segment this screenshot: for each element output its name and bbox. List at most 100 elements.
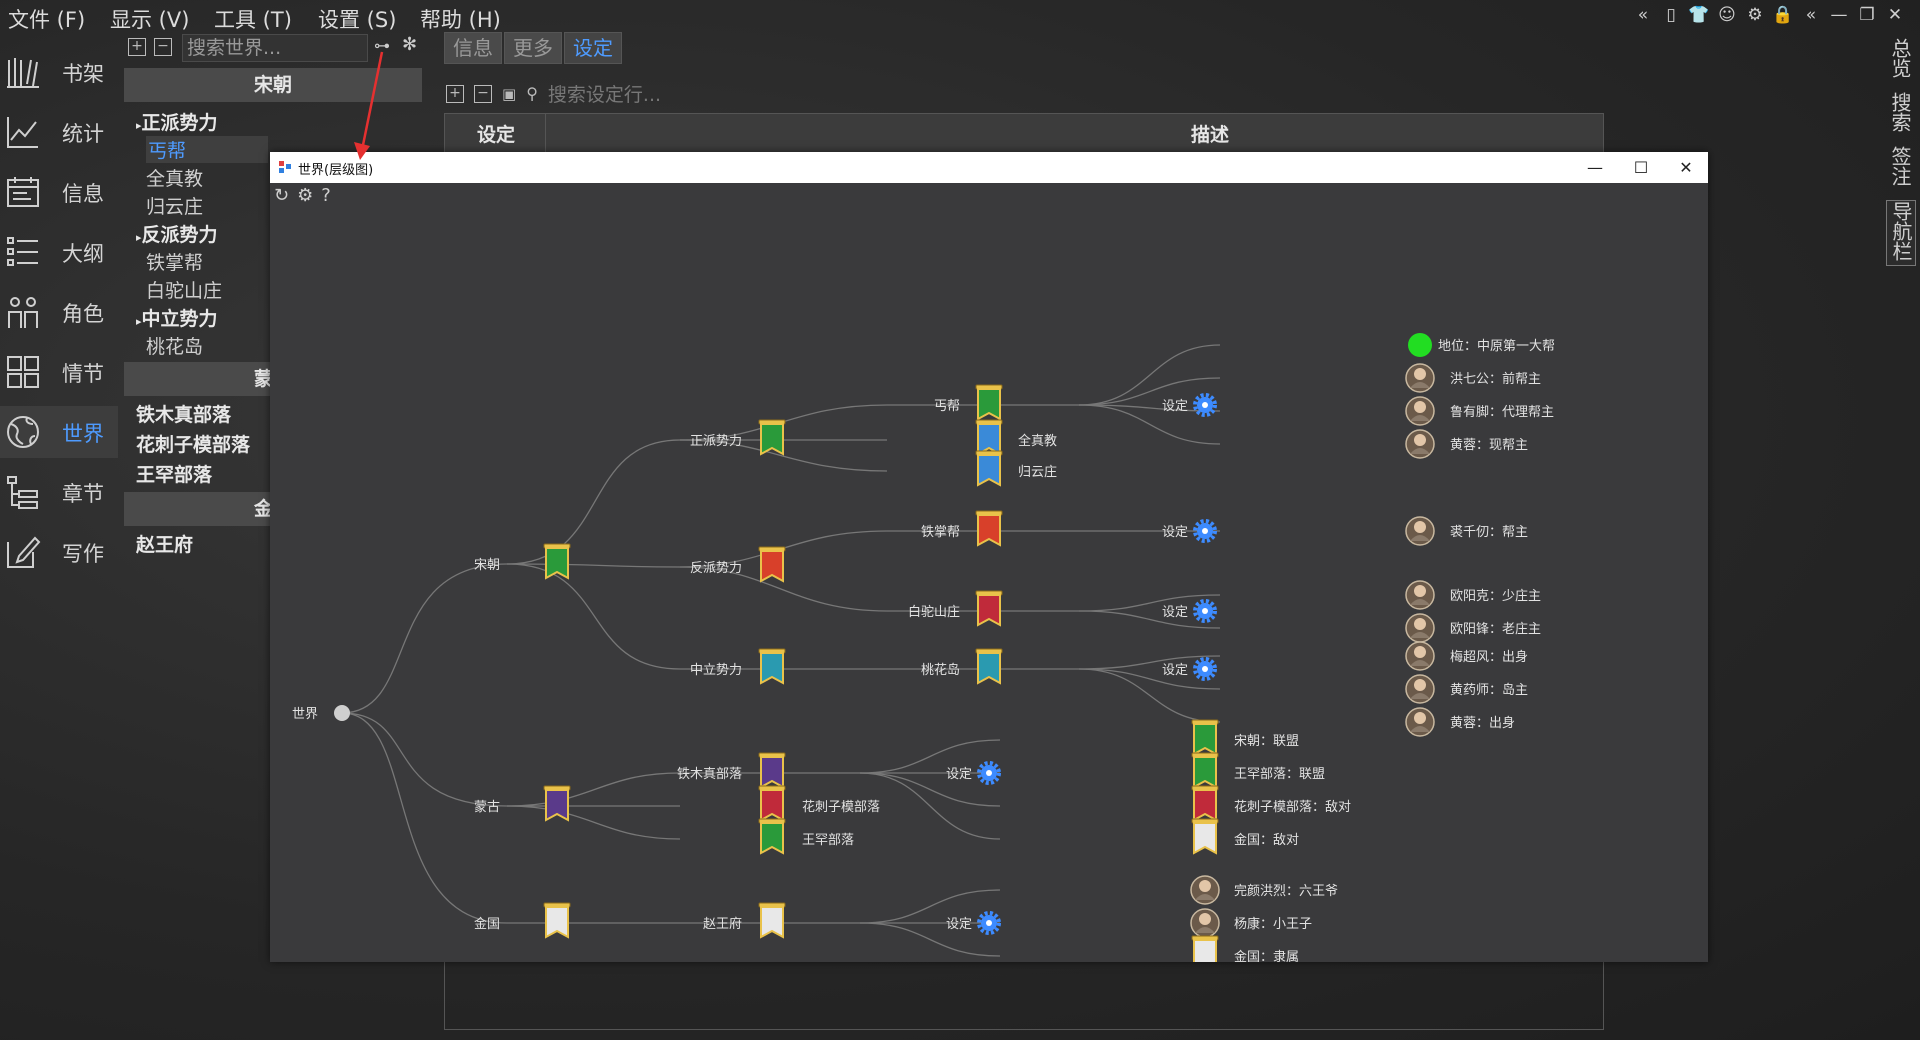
banner-icon[interactable]	[975, 590, 1003, 626]
tree-item[interactable]: 白驼山庄	[146, 280, 223, 302]
nav-write[interactable]: 写作	[0, 526, 118, 578]
sidebar-icon[interactable]: ▯	[1666, 5, 1676, 25]
nav-info[interactable]: 信息	[0, 166, 118, 218]
avatar[interactable]	[1405, 580, 1435, 610]
lock-icon[interactable]: 🔒	[1772, 5, 1794, 25]
banner-icon[interactable]	[543, 785, 571, 821]
avatar[interactable]	[1190, 875, 1220, 905]
refresh-icon[interactable]: ↻	[274, 185, 290, 206]
banner-icon[interactable]	[975, 450, 1003, 486]
tree-item[interactable]: 铁掌帮	[146, 252, 204, 274]
hierarchy-view-icon[interactable]: ⊶	[374, 36, 390, 55]
nav-outline[interactable]: 大纲	[0, 226, 118, 278]
rail-overview[interactable]: 总览	[1888, 38, 1912, 78]
group-header-song[interactable]: 宋朝	[124, 68, 422, 102]
network-view-icon[interactable]: ✻	[402, 34, 418, 55]
rail-search[interactable]: 搜索	[1888, 92, 1912, 132]
avatar[interactable]	[1405, 613, 1435, 643]
banner-icon[interactable]	[758, 902, 786, 938]
avatar[interactable]	[1405, 396, 1435, 426]
column-header-description[interactable]: 描述	[1191, 124, 1230, 146]
window-close-button[interactable]: ✕	[1679, 158, 1693, 177]
tree-item[interactable]: 全真教	[146, 168, 204, 190]
tree-item[interactable]: 桃花岛	[146, 336, 204, 358]
tree-item[interactable]: 归云庄	[146, 196, 204, 218]
banner-icon[interactable]	[1191, 935, 1219, 962]
gear-icon[interactable]	[977, 761, 1001, 785]
user-icon[interactable]: ☺	[1718, 5, 1736, 25]
menu-tools[interactable]: 工具 (T)	[214, 8, 292, 32]
menu-file[interactable]: 文件 (F)	[8, 8, 86, 32]
tab-more[interactable]: 更多	[504, 32, 562, 64]
menu-settings[interactable]: 设置 (S)	[318, 8, 397, 32]
add-row-button[interactable]: +	[446, 84, 464, 103]
avatar[interactable]	[1405, 674, 1435, 704]
collapse-all-button[interactable]: −	[154, 38, 172, 56]
rail-navbar[interactable]: 导航栏	[1886, 200, 1916, 266]
banner-icon[interactable]	[758, 785, 786, 821]
tree-item[interactable]: 铁木真部落	[136, 404, 232, 426]
banner-icon[interactable]	[975, 384, 1003, 420]
minimize-icon[interactable]: —	[1830, 5, 1848, 25]
world-search-input[interactable]: 搜索世界...	[182, 34, 368, 62]
nav-bookshelf[interactable]: 书架	[0, 46, 118, 98]
gear-icon[interactable]: ⚙	[297, 185, 314, 206]
shirt-icon[interactable]: 👕	[1688, 5, 1710, 25]
tab-info[interactable]: 信息	[444, 32, 502, 64]
avatar[interactable]	[1405, 707, 1435, 737]
banner-icon[interactable]	[758, 752, 786, 788]
tree-item[interactable]: 王罕部落	[136, 464, 213, 486]
gear-icon[interactable]: ⚙	[1747, 5, 1763, 25]
rail-notes[interactable]: 签注	[1888, 146, 1912, 186]
remove-row-button[interactable]: −	[474, 84, 492, 103]
banner-icon[interactable]	[1191, 818, 1219, 854]
banner-icon[interactable]	[758, 419, 786, 455]
banner-icon[interactable]	[758, 818, 786, 854]
avatar[interactable]	[1405, 641, 1435, 671]
tree-faction[interactable]: ▸中立势力	[136, 308, 218, 330]
nav-stats[interactable]: 统计	[0, 106, 118, 158]
root-node[interactable]	[334, 705, 350, 721]
banner-icon[interactable]	[975, 419, 1003, 455]
avatar[interactable]	[1405, 429, 1435, 459]
tab-settings[interactable]: 设定	[564, 32, 622, 64]
banner-icon[interactable]	[1191, 719, 1219, 755]
menu-view[interactable]: 显示 (V)	[110, 8, 190, 32]
nav-world[interactable]: 世界	[0, 406, 118, 458]
gear-icon[interactable]	[1193, 599, 1217, 623]
hierarchy-window-titlebar[interactable]: 世界(层级图) — ☐ ✕	[270, 152, 1708, 183]
gear-icon[interactable]	[1193, 393, 1217, 417]
setting-search-input[interactable]: 搜索设定行...	[547, 84, 662, 106]
window-minimize-button[interactable]: —	[1587, 158, 1603, 177]
avatar[interactable]	[1190, 908, 1220, 938]
restore-icon[interactable]: ❐	[1859, 5, 1875, 25]
gear-icon[interactable]	[977, 911, 1001, 935]
nav-characters[interactable]: 角色	[0, 286, 118, 338]
banner-icon[interactable]	[1191, 752, 1219, 788]
banner-icon[interactable]	[975, 510, 1003, 546]
gear-icon[interactable]	[1193, 657, 1217, 681]
image-icon[interactable]: ▣	[502, 84, 517, 103]
tree-item[interactable]: 花刺子模部落	[136, 434, 251, 456]
gear-icon[interactable]	[1193, 519, 1217, 543]
close-icon[interactable]: ✕	[1887, 5, 1903, 25]
tree-item[interactable]: 赵王府	[136, 534, 194, 556]
collapse-left-icon[interactable]: «	[1637, 5, 1649, 25]
banner-icon[interactable]	[543, 902, 571, 938]
banner-icon[interactable]	[1191, 785, 1219, 821]
avatar[interactable]	[1405, 516, 1435, 546]
menu-help[interactable]: 帮助 (H)	[420, 8, 501, 32]
collapse-left-icon[interactable]: «	[1805, 5, 1817, 25]
tree-item[interactable]: 丐帮	[146, 136, 268, 163]
banner-icon[interactable]	[975, 648, 1003, 684]
column-header-setting[interactable]: 设定	[477, 124, 516, 146]
banner-icon[interactable]	[758, 648, 786, 684]
expand-all-button[interactable]: +	[128, 38, 146, 56]
tree-faction[interactable]: ▸反派势力	[136, 224, 218, 246]
banner-icon[interactable]	[543, 543, 571, 579]
nav-chapters[interactable]: 章节	[0, 466, 118, 518]
avatar[interactable]	[1405, 363, 1435, 393]
help-icon[interactable]: ?	[321, 185, 331, 206]
banner-icon[interactable]	[758, 546, 786, 582]
tree-faction[interactable]: ▸正派势力	[136, 112, 218, 134]
